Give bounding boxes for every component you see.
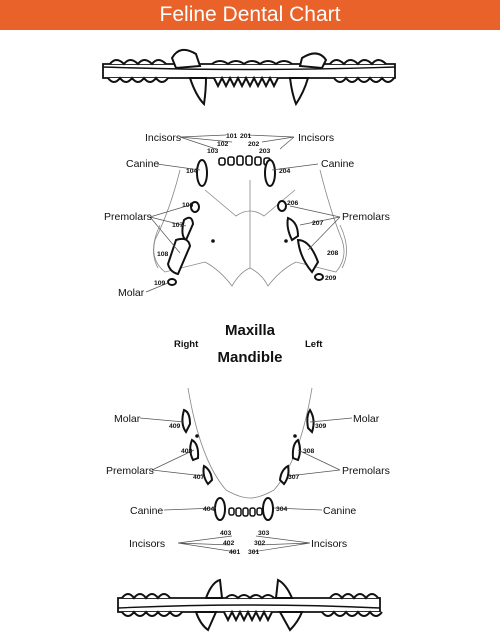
num-409: 409 (169, 423, 181, 430)
mandible-canine-right-label: Canine (130, 505, 163, 517)
tooth-404 (214, 497, 226, 521)
maxilla-molar-label: Molar (118, 287, 145, 299)
maxilla-incisors-right-label: Incisors (145, 132, 181, 144)
num-304: 304 (276, 506, 288, 513)
mandible-incisors (228, 507, 263, 517)
tooth-106 (190, 201, 200, 213)
num-204: 204 (279, 168, 291, 175)
tooth-208 (296, 238, 320, 274)
num-108: 108 (157, 251, 169, 258)
num-401: 401 (229, 549, 241, 556)
num-303: 303 (258, 530, 270, 537)
maxilla-incisors-left-label: Incisors (298, 132, 334, 144)
mandible-diagram: Molar Molar Premolars Premolars Canine C… (106, 387, 390, 556)
mandible-molar-left-label: Molar (353, 413, 380, 425)
num-107: 107 (172, 222, 184, 229)
num-103: 103 (207, 148, 219, 155)
num-106: 106 (182, 202, 194, 209)
num-109: 109 (154, 280, 166, 287)
num-307: 307 (288, 474, 300, 481)
tooth-204 (264, 159, 276, 187)
maxilla-premolars-right-label: Premolars (104, 211, 152, 223)
num-208: 208 (327, 250, 339, 257)
mandible-canine-left-label: Canine (323, 505, 356, 517)
tooth-206 (277, 200, 287, 212)
tooth-209 (314, 273, 324, 281)
num-101: 101 (226, 133, 238, 140)
chart-title: Feline Dental Chart (159, 3, 341, 26)
maxilla-premolars-left-label: Premolars (342, 211, 390, 223)
title-banner (0, 0, 500, 30)
num-308: 308 (303, 448, 315, 455)
mandible-premolars-right-label: Premolars (106, 465, 154, 477)
mandible-molar-right-label: Molar (114, 413, 141, 425)
tooth-109 (167, 278, 177, 286)
num-407: 407 (193, 474, 205, 481)
mandible-incisors-left-label: Incisors (311, 538, 347, 550)
left-label: Left (305, 339, 323, 350)
tooth-309 (306, 408, 315, 434)
tooth-104 (196, 159, 208, 187)
tooth-107 (181, 216, 195, 242)
mandible-title: Mandible (217, 349, 282, 366)
tooth-108 (166, 237, 192, 276)
tooth-308 (291, 438, 301, 462)
tooth-304 (262, 497, 274, 521)
num-206: 206 (287, 200, 299, 207)
num-102: 102 (217, 141, 229, 148)
num-202: 202 (248, 141, 260, 148)
num-309: 309 (315, 423, 327, 430)
num-403: 403 (220, 530, 232, 537)
num-201: 201 (240, 133, 252, 140)
right-label: Right (174, 339, 199, 350)
num-203: 203 (259, 148, 271, 155)
num-302: 302 (254, 540, 266, 547)
num-402: 402 (223, 540, 235, 547)
tooth-408 (189, 438, 200, 462)
tooth-407 (202, 464, 214, 486)
num-104: 104 (186, 168, 198, 175)
num-301: 301 (248, 549, 260, 556)
tooth-207 (286, 216, 300, 242)
num-408: 408 (181, 448, 193, 455)
upper-lateral-teeth-view (102, 48, 396, 107)
maxilla-canine-left-label: Canine (321, 158, 354, 170)
maxilla-diagram: Incisors Incisors Canine Canine Premolar… (104, 132, 390, 299)
mandible-incisors-right-label: Incisors (129, 538, 165, 550)
num-404: 404 (203, 506, 215, 513)
maxilla-canine-right-label: Canine (126, 158, 159, 170)
tooth-409 (181, 408, 192, 434)
num-209: 209 (325, 275, 337, 282)
maxilla-incisors (218, 155, 271, 166)
tooth-307 (278, 464, 290, 486)
lower-lateral-teeth-view (117, 578, 383, 632)
maxilla-title: Maxilla (225, 322, 276, 339)
mandible-premolars-left-label: Premolars (342, 465, 390, 477)
num-207: 207 (312, 220, 324, 227)
